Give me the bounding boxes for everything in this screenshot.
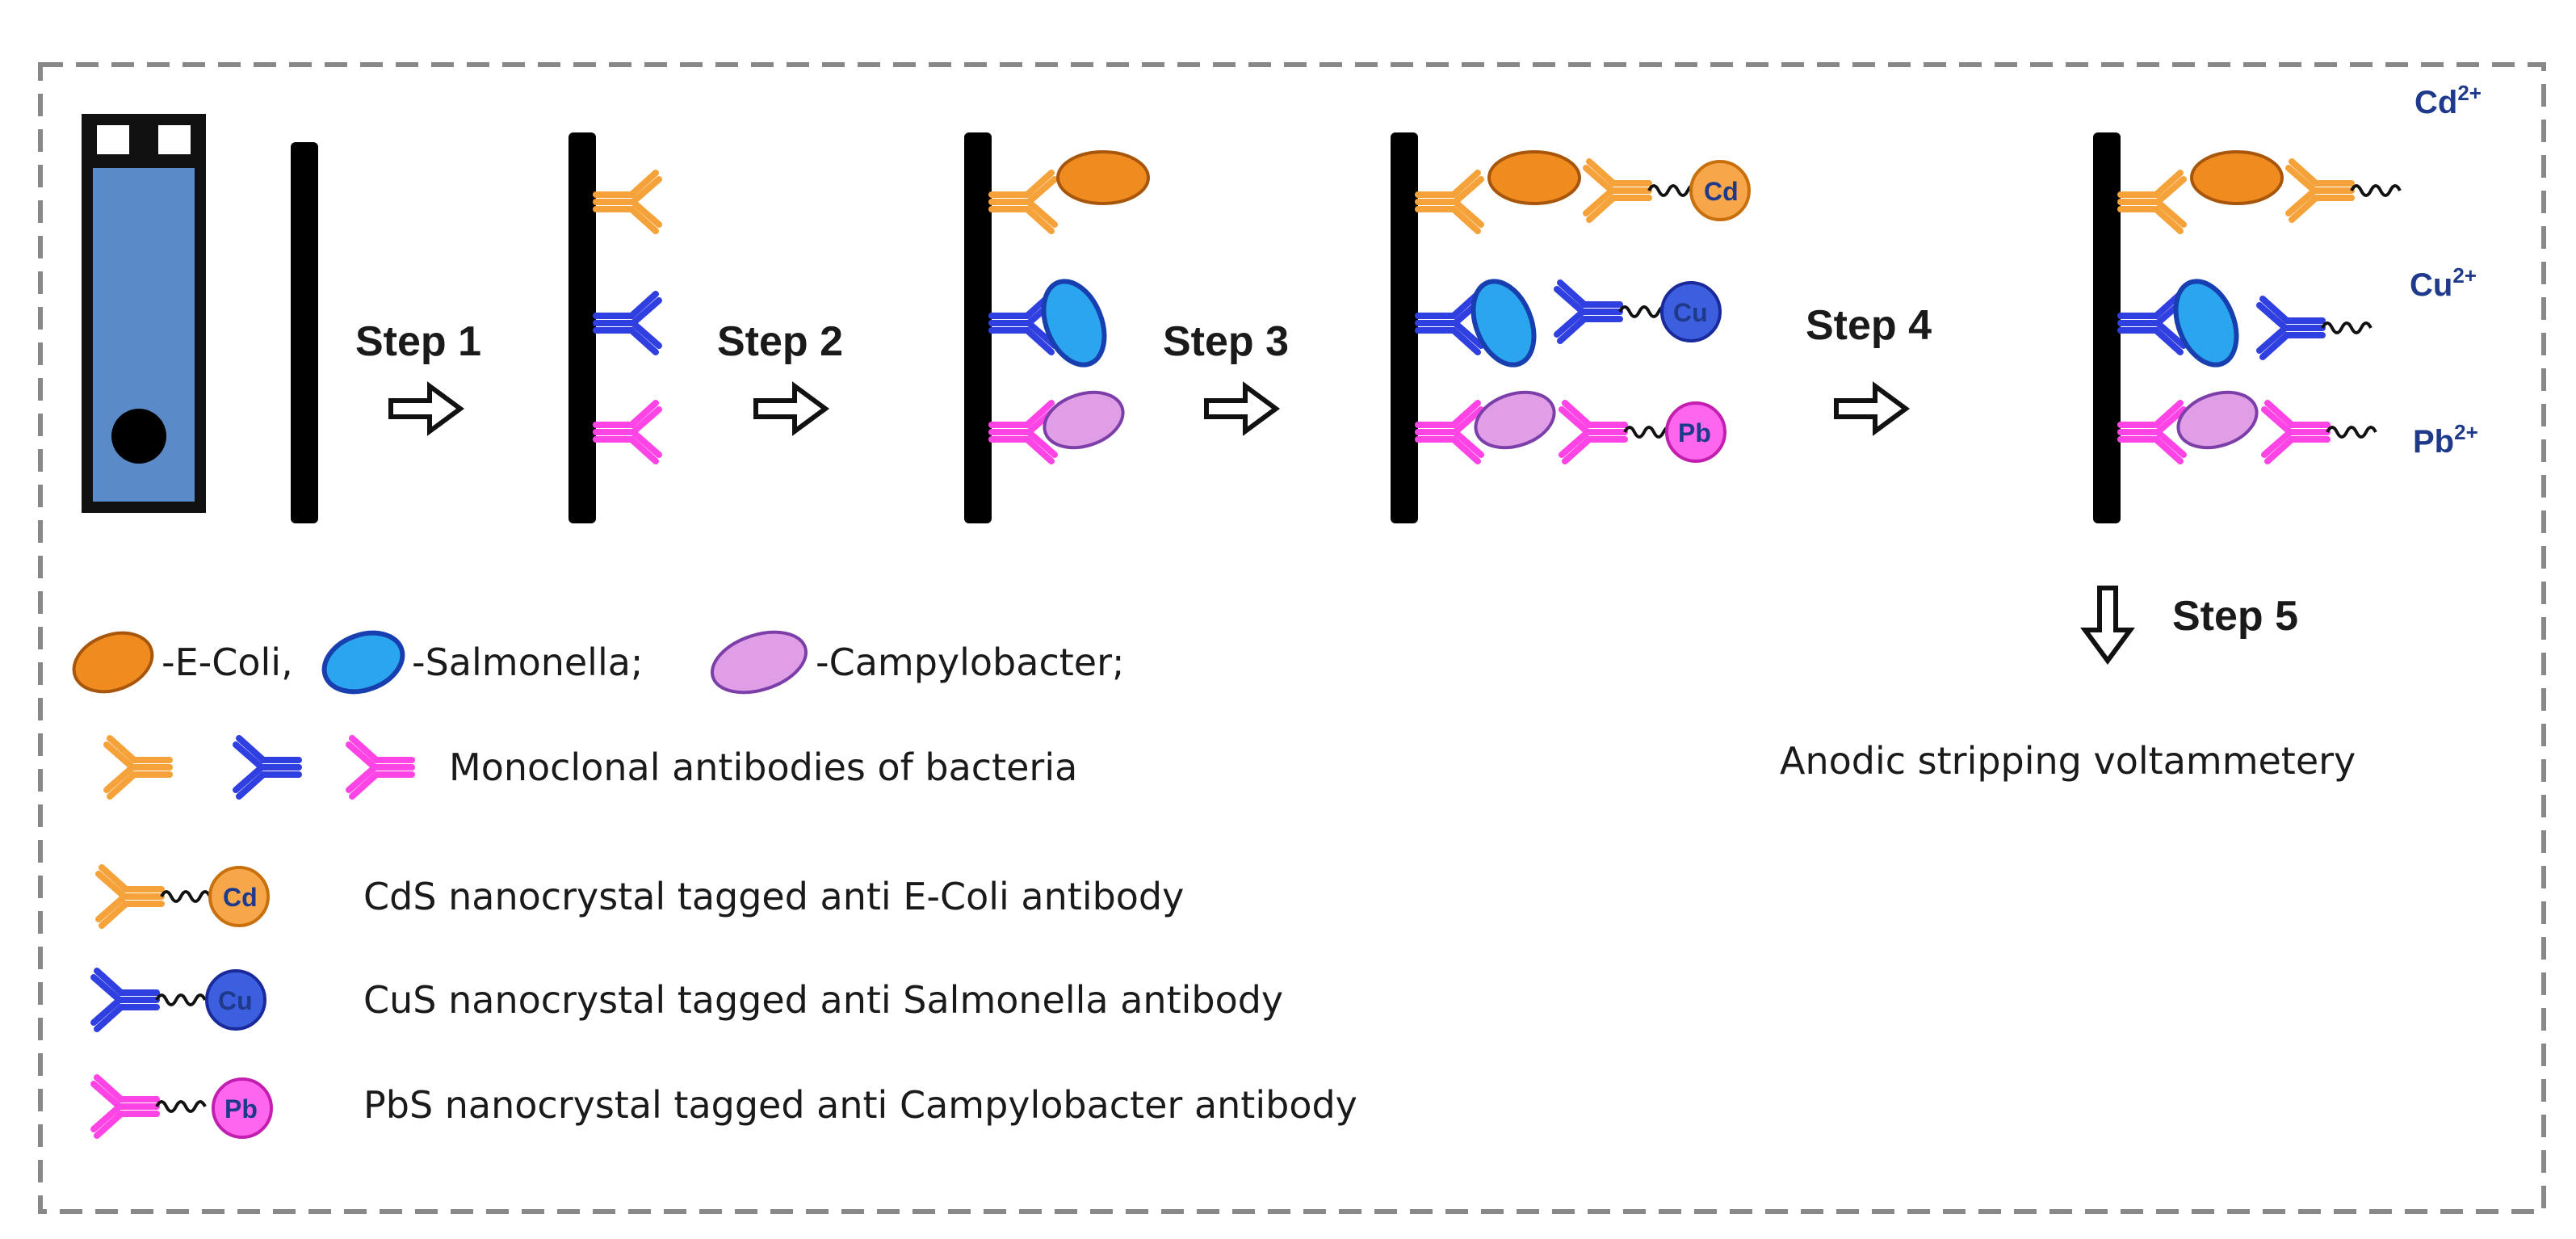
legend-cu-tag-label: Cu xyxy=(218,986,253,1015)
legend-cd-tag-label: Cd xyxy=(223,883,258,912)
cd-ion-label: Cd2+ xyxy=(2414,81,2482,120)
legend-antibodies: Monoclonal antibodies of bacteria xyxy=(107,738,1077,796)
cu-ion-label: Cu2+ xyxy=(2410,263,2477,303)
legend-cds-label: CdS nanocrystal tagged anti E-Coli antib… xyxy=(363,875,1184,918)
antibody-blue-icon xyxy=(596,294,659,352)
legend-pb-nanocrystal-icon xyxy=(212,1077,273,1139)
step3-arrow-icon xyxy=(1206,386,1276,431)
salmonella-icon xyxy=(1041,279,1107,368)
legend-pbs-label: PbS nanocrystal tagged anti Campylobacte… xyxy=(363,1083,1357,1127)
dashed-border xyxy=(38,62,2546,1214)
legend-ecoli-label: -E-Coli, xyxy=(162,640,293,684)
working-electrode-dot xyxy=(111,409,166,464)
cu-tag-label: Cu xyxy=(1673,298,1708,327)
legend-ecoli-icon xyxy=(72,631,154,694)
legend-campylobacter-icon xyxy=(710,630,808,695)
legend-tagged-cu: Cu CuS nanocrystal tagged anti Salmonell… xyxy=(94,971,1283,1029)
legend-salmonella-label: -Salmonella; xyxy=(412,640,643,684)
electrode-chip xyxy=(82,114,206,513)
electrode-stage3: Cd Cu Pb xyxy=(1391,132,1751,523)
legend-salmonella-icon xyxy=(321,630,405,695)
legend-tagged-cd: Cd CdS nanocrystal tagged anti E-Coli an… xyxy=(99,867,1184,926)
detection-method-label: Anodic stripping voltammetery xyxy=(1780,739,2356,783)
step5-arrow-icon xyxy=(2085,588,2130,661)
ecoli-icon xyxy=(1056,150,1150,205)
electrode-stage1 xyxy=(568,132,659,523)
cu-nanocrystal-icon xyxy=(1660,281,1722,342)
step1-arrow-icon xyxy=(391,386,460,431)
legend-cus-label: CuS nanocrystal tagged anti Salmonella a… xyxy=(363,978,1283,1022)
cd-nanocrystal-icon xyxy=(1689,160,1751,221)
legend-bacteria: -E-Coli, -Salmonella; -Campylobacter; xyxy=(72,630,1125,695)
pb-ion-label: Pb2+ xyxy=(2413,420,2478,460)
step2-arrow-icon xyxy=(756,386,825,431)
legend-tagged-pb: Pb PbS nanocrystal tagged anti Campyloba… xyxy=(94,1077,1357,1139)
electrode-stage2 xyxy=(964,132,1150,523)
electrode-bar-bare xyxy=(291,142,318,523)
legend-cu-nanocrystal-icon xyxy=(205,969,266,1031)
step3-label: Step 3 xyxy=(1163,318,1289,365)
legend-cd-nanocrystal-icon xyxy=(208,866,270,927)
cd-tag-label: Cd xyxy=(1704,177,1739,206)
legend-antibodies-label: Monoclonal antibodies of bacteria xyxy=(449,746,1077,789)
step4-label: Step 4 xyxy=(1806,302,1932,349)
legend-pb-tag-label: Pb xyxy=(224,1094,258,1124)
pb-nanocrystal-icon xyxy=(1665,401,1726,463)
antibody-orange-icon xyxy=(596,173,659,231)
legend-campylobacter-label: -Campylobacter; xyxy=(816,640,1125,684)
step4-arrow-icon xyxy=(1836,386,1906,431)
pb-tag-label: Pb xyxy=(1678,418,1711,447)
antibody-magenta-icon xyxy=(596,403,659,461)
step5-label: Step 5 xyxy=(2172,593,2298,640)
electrode-stage4 xyxy=(2093,132,2402,523)
step2-label: Step 2 xyxy=(717,318,843,365)
step1-label: Step 1 xyxy=(355,318,481,365)
campylobacter-icon xyxy=(1043,390,1125,450)
